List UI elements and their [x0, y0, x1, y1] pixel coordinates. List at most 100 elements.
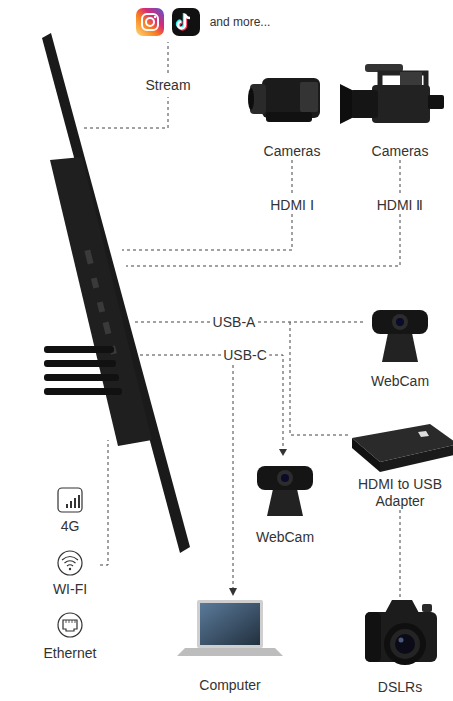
leader-line — [258, 322, 365, 323]
device-node: Computer — [175, 598, 285, 694]
leader-line — [135, 322, 210, 323]
monitor-panel — [42, 33, 190, 553]
camera-dial — [422, 604, 432, 612]
device-caption: WebCam — [256, 529, 314, 546]
device-caption: DSLRs — [378, 679, 422, 696]
icon-bg — [136, 8, 164, 36]
icon-frame — [58, 551, 82, 575]
signal-bar — [74, 498, 76, 508]
camera-handle — [380, 73, 426, 86]
device-node: WebCam — [360, 305, 440, 390]
leader-line — [122, 214, 292, 250]
camera-grip — [365, 612, 381, 662]
instagram-icon — [136, 8, 164, 36]
lens-ring — [390, 629, 420, 659]
webcam-body — [372, 310, 428, 334]
dashed-connector — [400, 510, 401, 598]
port — [84, 249, 93, 264]
device-node: 4G — [45, 485, 95, 535]
laptop-base — [177, 648, 283, 656]
leader-line — [100, 440, 108, 565]
device-node: Ethernet — [35, 610, 105, 662]
device-caption: Cameras — [264, 143, 321, 160]
icon-dot — [154, 16, 156, 18]
camera-lcd — [400, 72, 422, 85]
device-caption: WebCam — [371, 373, 429, 390]
device-node: WebCam — [245, 462, 325, 546]
camera-lens — [350, 90, 378, 118]
device-node: DSLRs — [350, 598, 450, 696]
device-caption: WI-FI — [53, 581, 87, 598]
icon-note — [178, 14, 190, 29]
leader-line — [292, 160, 293, 196]
leader-line — [400, 160, 401, 196]
camera-lens — [384, 623, 426, 665]
webcam-stand — [267, 489, 303, 516]
webcam-glass — [281, 474, 289, 482]
antenna — [44, 360, 116, 367]
laptop — [177, 600, 283, 656]
port — [97, 301, 105, 312]
device-node: HDMI to USB Adapter — [345, 420, 453, 510]
capture-adapter — [352, 424, 453, 472]
leader-line — [84, 97, 168, 128]
webcam-lens — [277, 470, 293, 486]
camcorder — [248, 78, 320, 122]
laptop-screen — [200, 603, 260, 645]
device-node: Cameras — [250, 62, 334, 160]
wifi-arcs — [62, 557, 78, 567]
port-label: USB-C — [221, 347, 269, 364]
device-caption: Cameras — [372, 143, 429, 160]
webcam-stand — [382, 333, 418, 362]
wifi-dot — [69, 568, 71, 570]
arrow-head — [229, 588, 237, 596]
adapter-logo — [418, 431, 429, 437]
lens-glass — [248, 88, 254, 110]
antenna — [44, 388, 122, 395]
viewfinder — [428, 95, 444, 109]
lens-glass — [395, 634, 415, 654]
icon-frame — [58, 613, 82, 637]
camera-body — [372, 85, 430, 123]
lens-hood — [340, 84, 352, 124]
lens-highlight — [399, 638, 404, 643]
antenna — [44, 346, 114, 353]
monitor-housing — [50, 157, 152, 446]
dslr-camera — [365, 600, 437, 665]
note-text: and more... — [208, 14, 273, 31]
signal-bar — [70, 501, 72, 508]
laptop-lid — [197, 600, 263, 648]
flip-screen — [300, 82, 318, 112]
port-label: USB-A — [211, 314, 258, 331]
adapter-side — [380, 444, 453, 472]
icon-lens — [146, 18, 154, 26]
webcam-body — [257, 466, 313, 490]
leader-line — [233, 365, 234, 588]
tiktok-icon — [172, 8, 200, 36]
port-pins — [66, 620, 75, 623]
device-caption: 4G — [61, 518, 80, 535]
cellular-icon — [58, 488, 82, 512]
leader-line — [269, 355, 283, 448]
webcam — [257, 466, 313, 516]
port — [103, 321, 112, 334]
icon-frame — [58, 488, 82, 512]
ethernet-icon — [58, 613, 82, 637]
device-caption: Ethernet — [44, 645, 97, 662]
leader-line — [168, 42, 169, 73]
camera-prism — [385, 600, 419, 613]
device-caption: Computer — [199, 677, 260, 694]
signal-bar — [78, 495, 80, 508]
webcam-lens — [392, 314, 408, 330]
device-caption: HDMI to USB Adapter — [345, 476, 453, 510]
leader-line — [126, 214, 400, 266]
webcam-glass — [396, 318, 404, 326]
port-label: HDMI Ⅱ — [375, 197, 426, 214]
pro-camcorder — [340, 64, 444, 124]
leader-line — [140, 355, 221, 356]
signal-bar — [66, 504, 68, 508]
webcam — [372, 310, 428, 362]
icon-frame — [142, 14, 158, 30]
monitor-side — [42, 33, 190, 553]
